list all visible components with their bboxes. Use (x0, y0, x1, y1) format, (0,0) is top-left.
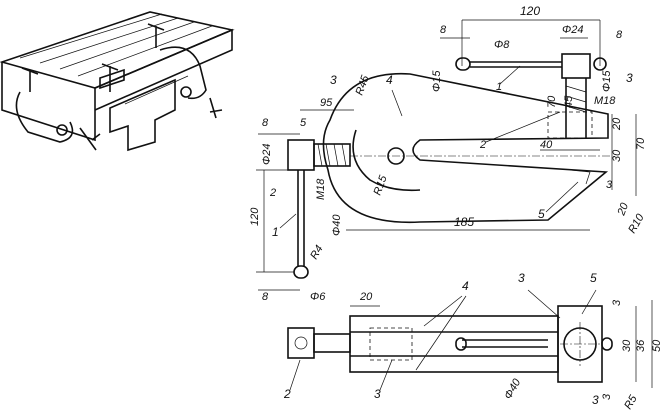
dim-phi40-bottom: Φ40 (502, 376, 524, 401)
dim-r10: R10 (626, 211, 647, 235)
dim-phi15-upper: Φ15 (431, 70, 443, 92)
dim-3-right: 3 (606, 179, 613, 191)
dim-30-right: 30 (611, 149, 623, 162)
part-3-bottom-right: 3 (592, 393, 599, 407)
dim-8-top-left: 8 (440, 24, 447, 36)
dim-8-left: 8 (262, 117, 269, 129)
part-5-mid: 5 (538, 207, 545, 221)
part-3-bottom-left: 3 (374, 387, 381, 401)
part-3-bottom-mid: 3 (518, 271, 525, 285)
dim-m18-right: M18 (594, 95, 616, 107)
part-5-bottom: 5 (590, 271, 597, 285)
dim-120-left: 120 (249, 207, 261, 226)
dim-phi15-right: Φ15 (601, 70, 613, 92)
dim-185: 185 (454, 215, 474, 229)
dim-40: 40 (540, 139, 553, 151)
dim-3-br-bottom: 3 (601, 393, 613, 400)
clamp-plan-view: 20 4 3 5 3 30 36 50 3 Φ40 R5 2 (283, 271, 663, 412)
dim-36-br: 36 (635, 339, 647, 352)
dim-70-right: 70 (635, 137, 647, 150)
dim-phi24: Φ24 (562, 24, 583, 36)
dim-8-bottom: 8 (262, 291, 269, 303)
screw-left-view: 8 Φ24 2 M18 Φ40 120 1 R4 8 Φ6 (249, 117, 351, 303)
dim-120-top: 120 (520, 4, 540, 18)
dim-r45: R45 (354, 73, 372, 97)
part-3-top: 3 (626, 71, 633, 85)
dim-phi40-left: Φ40 (331, 214, 343, 236)
isometric-sketch (0, 11, 235, 152)
part-3-upper: 3 (330, 73, 337, 87)
dim-r5: R5 (622, 393, 640, 412)
dim-20-low: 20 (615, 201, 631, 218)
dim-50-br: 50 (651, 339, 663, 352)
part-1-left: 1 (272, 225, 279, 239)
dim-phi24-left: Φ24 (261, 144, 273, 165)
dim-20-right: 20 (611, 117, 623, 131)
dim-r15: R15 (372, 173, 390, 197)
dim-20-bottom: 20 (359, 291, 373, 303)
part-4-bottom: 4 (462, 279, 469, 293)
part-2-left: 2 (269, 187, 276, 199)
dim-r4: R4 (308, 243, 325, 261)
part-4-upper: 4 (386, 73, 393, 87)
part-1-top: 1 (496, 81, 502, 93)
dim-95: 95 (320, 97, 333, 109)
dim-3-br-top: 3 (611, 299, 623, 306)
dim-m18-left: M18 (315, 178, 327, 200)
dim-5: 5 (300, 117, 307, 129)
dim-phi8: Φ8 (494, 39, 510, 51)
part-2-bottom: 2 (283, 387, 291, 401)
dim-8-top-right: 8 (616, 29, 623, 41)
dim-30-br: 30 (621, 339, 633, 352)
dim-70-vertical: 70 (546, 95, 558, 108)
part-2-top: 2 (479, 139, 486, 151)
dim-phi6: Φ6 (310, 291, 326, 303)
screw-top-view: 120 8 Φ8 Φ24 8 1 Φ15 70 45 M18 3 2 (440, 4, 633, 151)
